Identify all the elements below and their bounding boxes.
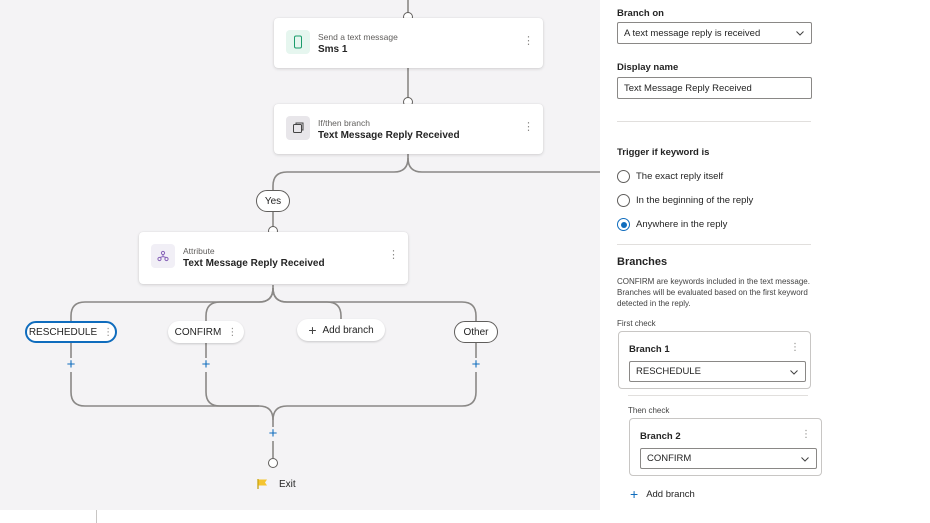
add-branch-link[interactable]: + Add branch (630, 486, 695, 502)
journey-canvas[interactable]: Send a text message Sms 1 ⋮ If/then bran… (0, 0, 600, 510)
display-name-value: Text Message Reply Received (624, 82, 752, 94)
branch-on-label: Branch on (617, 8, 664, 19)
add-branch-label: Add branch (646, 488, 695, 500)
branch-label: RESCHEDULE (28, 326, 98, 338)
step-title: Text Message Reply Received (318, 130, 460, 141)
more-options-icon[interactable]: ⋮ (388, 249, 399, 261)
branch-1-value: RESCHEDULE (636, 366, 701, 377)
connector-lines (70, 0, 600, 458)
attribute-step-card[interactable]: Attribute Text Message Reply Received ⋮ (139, 232, 408, 284)
then-check-label: Then check (628, 406, 670, 415)
step-title: Text Message Reply Received (183, 258, 325, 269)
more-options-icon[interactable]: ⋮ (227, 326, 238, 338)
plus-icon: + (630, 486, 639, 502)
phone-icon (286, 30, 310, 54)
branch-1-card: Branch 1 ⋮ RESCHEDULE (618, 331, 811, 389)
divider (617, 244, 811, 245)
branch-1-title: Branch 1 (629, 344, 670, 355)
branches-description: CONFIRM are keywords included in the tex… (617, 277, 810, 308)
chevron-down-icon (790, 370, 798, 375)
add-branch-button[interactable]: + Add branch (297, 319, 385, 341)
yes-branch-pill[interactable]: Yes (256, 190, 290, 212)
radio-exact-reply[interactable]: The exact reply itself (617, 170, 723, 183)
branch-2-keyword-dropdown[interactable]: CONFIRM (640, 448, 817, 469)
radio-circle (617, 170, 630, 183)
first-check-label: First check (617, 319, 656, 328)
connector-node (268, 458, 278, 468)
step-type-label: If/then branch (318, 118, 370, 128)
display-name-label: Display name (617, 62, 679, 73)
yes-label: Yes (264, 195, 282, 207)
branch-2-value: CONFIRM (647, 453, 692, 464)
plus-icon: + (308, 322, 317, 338)
branch-1-keyword-dropdown[interactable]: RESCHEDULE (629, 361, 806, 382)
branch-pill-confirm[interactable]: CONFIRM ⋮ (168, 321, 244, 343)
branch-pill-other[interactable]: Other (454, 321, 498, 343)
add-step-plus-icon[interactable]: + (64, 357, 78, 372)
divider (628, 395, 808, 396)
display-name-input[interactable]: Text Message Reply Received (617, 77, 812, 99)
branch-2-title: Branch 2 (640, 431, 681, 442)
step-title: Sms 1 (318, 44, 348, 55)
branch-2-card: Branch 2 ⋮ CONFIRM (629, 418, 822, 476)
branch-pill-reschedule[interactable]: RESCHEDULE ⋮ (25, 321, 117, 343)
branch-on-dropdown[interactable]: A text message reply is received (617, 22, 812, 44)
branch-label: CONFIRM (174, 326, 222, 338)
radio-circle-selected (617, 218, 630, 231)
branch-on-value: A text message reply is received (624, 27, 761, 39)
radio-circle (617, 194, 630, 207)
add-step-plus-icon[interactable]: + (469, 357, 483, 372)
step-type-label: Attribute (183, 246, 215, 256)
radio-beginning-of-reply[interactable]: In the beginning of the reply (617, 194, 753, 207)
ifthen-step-card[interactable]: If/then branch Text Message Reply Receiv… (274, 104, 543, 154)
canvas-footer (0, 510, 600, 523)
radio-label: The exact reply itself (636, 171, 724, 182)
add-step-plus-icon[interactable]: + (199, 357, 213, 372)
radio-label: In the beginning of the reply (636, 195, 754, 206)
radio-label: Anywhere in the reply (636, 219, 728, 230)
exit-label: Exit (279, 478, 296, 490)
more-options-icon[interactable]: ⋮ (801, 429, 811, 440)
more-options-icon[interactable]: ⋮ (523, 35, 534, 47)
add-branch-label: Add branch (322, 324, 374, 336)
chevron-down-icon (801, 457, 809, 462)
flag-icon (257, 478, 269, 490)
add-step-plus-icon[interactable]: + (266, 426, 280, 441)
attribute-icon (151, 244, 175, 268)
branches-heading: Branches (617, 256, 668, 268)
chevron-down-icon (796, 31, 804, 36)
properties-panel: Branch on A text message reply is receiv… (600, 0, 930, 523)
trigger-label: Trigger if keyword is (617, 147, 710, 158)
step-type-label: Send a text message (318, 32, 398, 42)
more-options-icon[interactable]: ⋮ (790, 342, 800, 353)
radio-anywhere-in-reply[interactable]: Anywhere in the reply (617, 218, 727, 231)
divider (617, 121, 811, 122)
branch-icon (286, 116, 310, 140)
more-options-icon[interactable]: ⋮ (103, 326, 114, 338)
exit-node[interactable]: Exit (257, 478, 296, 490)
sms-step-card[interactable]: Send a text message Sms 1 ⋮ (274, 18, 543, 68)
more-options-icon[interactable]: ⋮ (523, 121, 534, 133)
branch-label: Other (463, 326, 489, 338)
